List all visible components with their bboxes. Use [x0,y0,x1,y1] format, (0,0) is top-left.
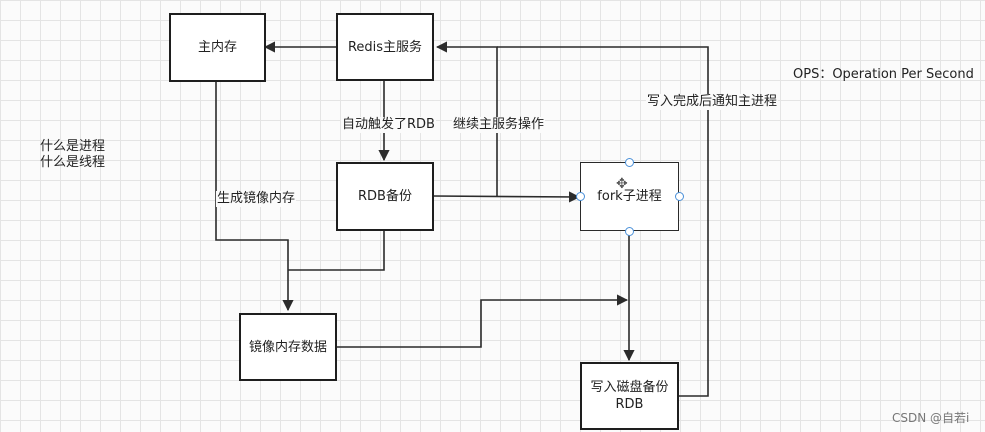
node-fork-child-process-label: fork子进程 [597,189,662,204]
selection-handle-right[interactable] [675,192,684,201]
node-main-memory-label: 主内存 [197,40,237,55]
node-write-disk-backup[interactable]: 写入磁盘备份 RDB [580,362,679,430]
edge-mirror-to-disk [336,294,629,348]
node-write-disk-backup-label-2: RDB [615,397,644,412]
node-redis-main-service[interactable]: Redis主服务 [336,13,434,81]
move-cursor-icon: ✥ [616,176,628,192]
note-what-is-process: 什么是进程 [40,139,106,154]
selection-handle-bottom[interactable] [625,227,634,236]
node-rdb-backup[interactable]: RDB备份 [336,162,434,231]
edge-label-auto-trigger: 自动触发了RDB [341,117,436,133]
note-what-is-thread: 什么是线程 [40,155,106,170]
selection-handle-left[interactable] [576,192,585,201]
node-redis-main-service-label: Redis主服务 [347,39,423,55]
node-fork-child-process[interactable]: fork子进程 [580,162,679,231]
node-rdb-backup-label: RDB备份 [358,189,412,204]
edge-memory-to-mirror [215,82,294,312]
selection-handle-top[interactable] [625,158,634,167]
edge-rdb-to-fork [432,191,581,203]
edge-rdb-to-mirror [288,230,385,271]
edge-label-notify-main: 写入完成后通知主进程 [646,94,779,110]
node-mirror-memory-data-label: 镜像内存数据 [248,339,327,355]
node-write-disk-backup-label-1: 写入磁盘备份 [590,380,669,395]
watermark: CSDN @自若i [892,411,970,425]
edge-label-gen-mirror: 生成镜像内存 [216,191,297,207]
note-ops: OPS：Operation Per Second [793,67,974,82]
edge-notify-main [497,46,709,397]
edge-label-continue-service: 继续主服务操作 [452,117,546,133]
node-main-memory[interactable]: 主内存 [169,13,266,82]
node-mirror-memory-data[interactable]: 镜像内存数据 [239,313,337,381]
